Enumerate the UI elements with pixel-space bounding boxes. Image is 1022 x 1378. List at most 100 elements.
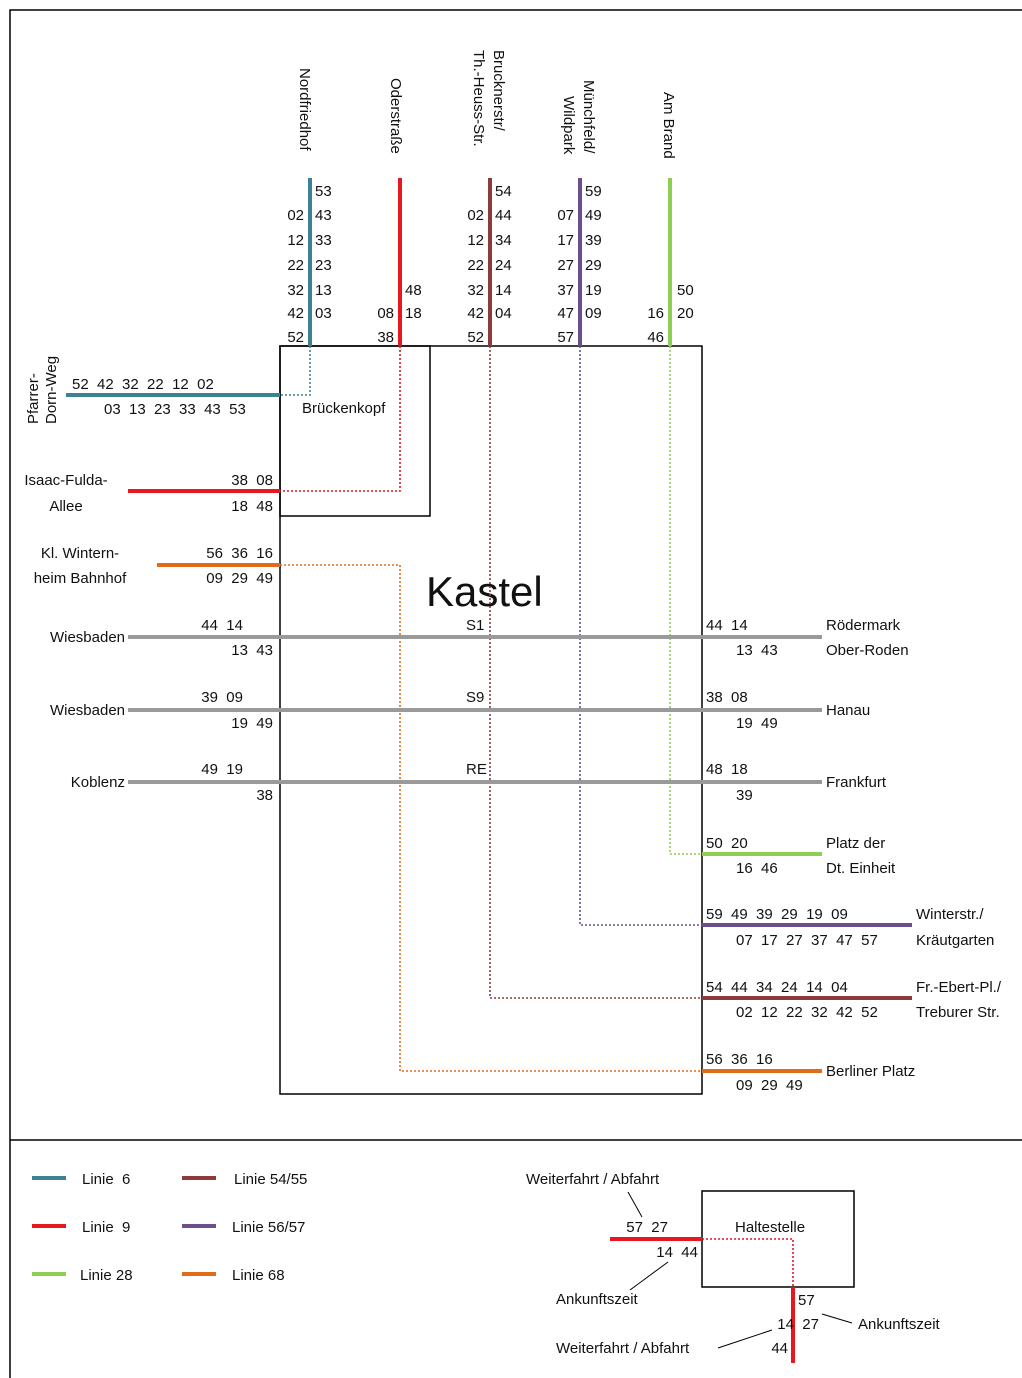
times-bottom: 02 12 22 32 42 52 <box>736 1004 878 1021</box>
time-left: 02 <box>467 207 484 224</box>
stop-name: Oderstraße <box>387 78 404 154</box>
time-left: 46 <box>647 329 664 346</box>
times-bottom: 39 <box>736 787 753 804</box>
left-stop-kl-winternheim: Kl. Wintern- heim Bahnhof 56 36 16 09 29… <box>34 545 280 587</box>
connector-linie56 <box>579 346 702 926</box>
times-bottom: 13 43 <box>736 642 778 659</box>
pointer-departure-top <box>627 1191 643 1218</box>
time-left: 12 <box>467 232 484 249</box>
pointer-arrival-right <box>821 1313 853 1324</box>
outer-frame <box>9 9 1022 1378</box>
rail-label-re: RE <box>466 761 487 778</box>
time-right: 33 <box>315 232 332 249</box>
legend-label: Linie 28 <box>80 1267 133 1284</box>
times-top: 44 14 <box>706 617 748 634</box>
time-right: 29 <box>585 257 602 274</box>
times-top: 38 08 <box>706 689 748 706</box>
time-left: 02 <box>287 207 304 224</box>
time-left: 32 <box>287 282 304 299</box>
stop-name-line2: Dt. Einheit <box>826 860 896 877</box>
times-bottom: 07 17 27 37 47 57 <box>736 932 878 949</box>
legend-label: Linie 6 <box>82 1171 130 1188</box>
time-right: 19 <box>585 282 602 299</box>
stop-name-line2: Th.-Heuss-Str. <box>470 50 487 147</box>
time-right: 44 <box>495 207 512 224</box>
rail-lines: S1 S9 RE <box>128 617 822 784</box>
connector-linie6 <box>280 346 311 396</box>
example-v-mid-times: 14 27 <box>777 1316 819 1333</box>
connector-linie54 <box>489 346 702 999</box>
stop-name: Nordfriedhof <box>296 68 313 151</box>
stop-name: Berliner Platz <box>826 1063 915 1080</box>
stop-name-line1: Platz der <box>826 835 885 852</box>
right-stops: Rödermark Ober-Roden 44 14 13 43 Hanau 3… <box>702 617 1002 1094</box>
time-right: 48 <box>405 282 422 299</box>
times-top: 44 14 <box>201 617 243 634</box>
time-left: 52 <box>287 329 304 346</box>
time-right: 18 <box>405 305 422 322</box>
time-right: 39 <box>585 232 602 249</box>
connector-linie9 <box>280 346 401 492</box>
hub-kastel-box <box>279 345 703 1095</box>
times-bottom: 19 49 <box>736 715 778 732</box>
legend-item-linie6: Linie 6 <box>32 1171 130 1188</box>
example-stop-label: Haltestelle <box>735 1219 805 1236</box>
right-stop-winterstr: Winterstr./ Kräutgarten 59 49 39 29 19 0… <box>702 906 994 949</box>
top-stop-brucknerstr: Brucknerstr/ Th.-Heuss-Str. 02 12 22 32 … <box>467 50 512 346</box>
times-top: 38 08 <box>231 472 273 489</box>
time-right: 13 <box>315 282 332 299</box>
legend: Linie 6 Linie 9 Linie 28 Linie 54/55 Lin… <box>32 1171 307 1284</box>
stop-name-line1: Brucknerstr/ <box>490 50 507 132</box>
stop-name: Am Brand <box>660 92 677 159</box>
times-top: 56 36 16 <box>706 1051 773 1068</box>
time-right: 03 <box>315 305 332 322</box>
left-stop-pfarrer-dorn-weg: Pfarrer- Dorn-Weg 52 42 32 22 12 02 03 1… <box>25 356 280 424</box>
time-left: 22 <box>467 257 484 274</box>
connector-linie68 <box>280 564 702 1072</box>
hub-brueckenkopf-box <box>279 345 431 517</box>
stop-name-line1: Isaac-Fulda- <box>24 472 107 489</box>
times-bottom: 16 46 <box>736 860 778 877</box>
time-right: 59 <box>585 183 602 200</box>
right-stop-hanau: Hanau 38 08 19 49 <box>706 689 870 732</box>
stop-name-line1: Kl. Wintern- <box>41 545 119 562</box>
times-bottom: 09 29 49 <box>206 570 273 587</box>
legend-label: Linie 9 <box>82 1219 130 1236</box>
left-stop-wiesbaden-s1: Wiesbaden 44 14 13 43 <box>50 617 273 659</box>
time-right: 20 <box>677 305 694 322</box>
example-arrival-label-right: Ankunftszeit <box>858 1316 941 1333</box>
legend-item-linie56: Linie 56/57 <box>182 1219 305 1236</box>
top-stop-oderstrasse: Oderstraße 08 38 48 18 <box>377 78 422 346</box>
example-h-bottom-times: 14 44 <box>656 1244 698 1261</box>
time-left: 52 <box>467 329 484 346</box>
legend-item-linie54: Linie 54/55 <box>182 1171 307 1188</box>
example-h-top-times: 57 27 <box>626 1219 668 1236</box>
times-top: 49 19 <box>201 761 243 778</box>
times-top: 48 18 <box>706 761 748 778</box>
stop-name-line2: Dorn-Weg <box>43 356 60 424</box>
legend-item-linie9: Linie 9 <box>32 1219 130 1236</box>
right-stop-platz-der-dt-einheit: Platz der Dt. Einheit 50 20 16 46 <box>702 835 896 877</box>
legend-label: Linie 56/57 <box>232 1219 305 1236</box>
stop-name: Wiesbaden <box>50 702 125 719</box>
example-arrival-label-left: Ankunftszeit <box>556 1291 639 1308</box>
stop-name-line1: Fr.-Ebert-Pl./ <box>916 979 1002 996</box>
time-left: 16 <box>647 305 664 322</box>
top-stops: Nordfriedhof 02 12 22 32 42 52 53 43 33 … <box>287 50 694 346</box>
time-left: 57 <box>557 329 574 346</box>
time-left: 37 <box>557 282 574 299</box>
stop-name-line1: Münchfeld/ <box>580 80 597 154</box>
time-left: 42 <box>467 305 484 322</box>
connector-linie28 <box>669 346 702 855</box>
times-top: 50 20 <box>706 835 748 852</box>
times-bottom: 19 49 <box>231 715 273 732</box>
time-left: 38 <box>377 329 394 346</box>
example-departure-label-top: Weiterfahrt / Abfahrt <box>526 1171 660 1188</box>
time-left: 07 <box>557 207 574 224</box>
stop-name-line1: Winterstr./ <box>916 906 984 923</box>
time-right: 50 <box>677 282 694 299</box>
times-top: 52 42 32 22 12 02 <box>72 376 214 393</box>
legend-item-linie28: Linie 28 <box>32 1267 133 1284</box>
left-stop-wiesbaden-s9: Wiesbaden 39 09 19 49 <box>50 689 273 732</box>
